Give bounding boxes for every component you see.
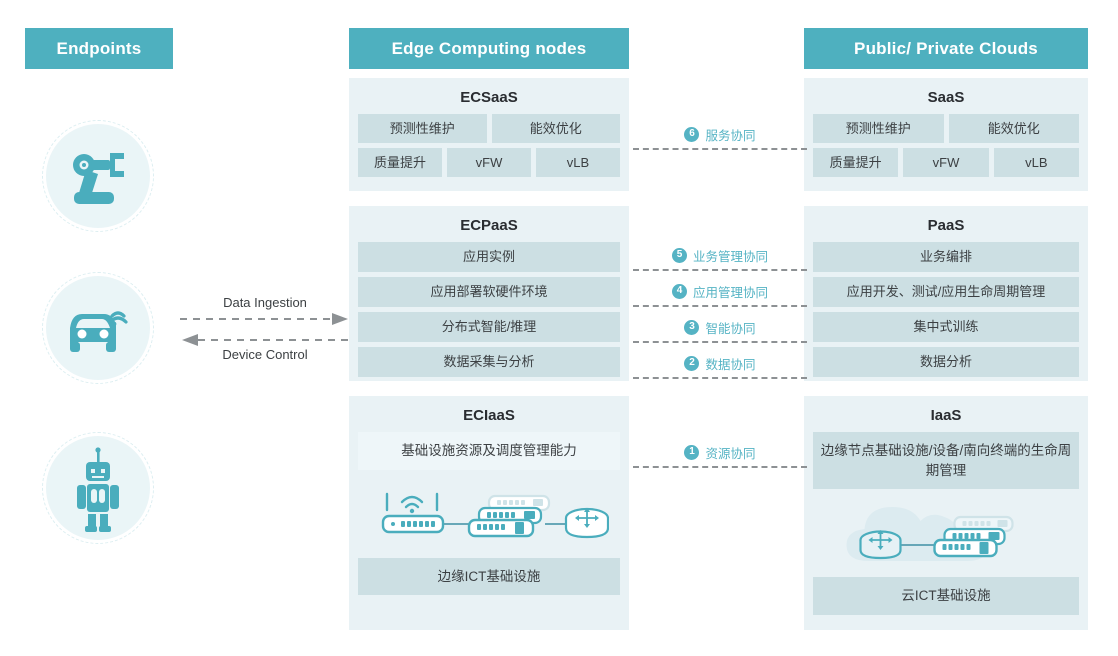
connector-label: 3 智能协同 (633, 317, 807, 337)
connector-text: 应用管理协同 (692, 285, 768, 300)
ecsaas-item[interactable]: 能效优化 (491, 114, 620, 143)
flow-arrow-lines (180, 313, 350, 346)
saas-row-2: 质量提升 vFW vLB (804, 148, 1088, 182)
flow-label-device-control: Device Control (222, 347, 308, 362)
cloud-network-icons (846, 507, 1014, 562)
ecsaas-row-1: 预测性维护 能效优化 (349, 114, 629, 148)
connector-text: 数据协同 (705, 357, 756, 372)
endpoint-disc (46, 124, 150, 228)
saas-item[interactable]: 预测性维护 (813, 114, 944, 143)
robot-icon (77, 447, 119, 532)
connector-resource-collaboration: 1 资源协同 (633, 442, 807, 476)
connector-line (633, 148, 807, 150)
panel-title-paas: PaaS (927, 217, 965, 234)
connector-label: 1 资源协同 (633, 442, 807, 462)
connected-vehicle-icon (70, 311, 128, 352)
panel-title-ecsaas: ECSaaS (460, 89, 518, 106)
connector-label: 6 服务协同 (633, 124, 807, 144)
cloud-network-illustration (804, 495, 1088, 571)
endpoint-robot-arm (42, 120, 154, 232)
connector-text: 业务管理协同 (692, 249, 768, 264)
eciaas-capability[interactable]: 基础设施资源及调度管理能力 (358, 432, 620, 470)
ecsaas-item[interactable]: 质量提升 (358, 148, 442, 177)
column-header-cloud: Public/ Private Clouds (804, 28, 1088, 69)
connector-application-management-collaboration: 4 应用管理协同 (633, 281, 807, 315)
paas-item[interactable]: 应用开发、测试/应用生命周期管理 (813, 277, 1079, 307)
connector-badge: 3 (684, 319, 700, 335)
ecpaas-item[interactable]: 应用部署软硬件环境 (358, 277, 620, 307)
connector-badge: 6 (684, 126, 700, 142)
panel-title-iaas: IaaS (930, 407, 962, 424)
panel-ecsaas: ECSaaS 预测性维护 能效优化 质量提升 vFW vLB (349, 78, 629, 191)
column-header-edge-label: Edge Computing nodes (391, 38, 587, 58)
connector-line (633, 377, 807, 379)
connector-line (633, 269, 807, 271)
connector-service-collaboration: 6 服务协同 (633, 124, 807, 158)
ecpaas-item[interactable]: 应用实例 (358, 242, 620, 272)
saas-row-1: 预测性维护 能效优化 (804, 114, 1088, 148)
connector-business-management-collaboration: 5 业务管理协同 (633, 245, 807, 279)
ecpaas-item[interactable]: 分布式智能/推理 (358, 312, 620, 342)
edge-network-icons (381, 492, 609, 538)
saas-item[interactable]: vFW (903, 148, 989, 177)
endpoint-flow-arrows: Data Ingestion Device Control (180, 285, 350, 377)
panel-paas: PaaS 业务编排 应用开发、测试/应用生命周期管理 集中式训练 数据分析 (804, 206, 1088, 381)
column-header-endpoints-label: Endpoints (56, 38, 142, 58)
connector-label: 4 应用管理协同 (633, 281, 807, 301)
connector-badge: 5 (671, 247, 687, 263)
paas-items: 业务编排 应用开发、测试/应用生命周期管理 集中式训练 数据分析 (804, 242, 1088, 386)
connector-badge: 4 (671, 283, 687, 299)
panel-ecpaas: ECPaaS 应用实例 应用部署软硬件环境 分布式智能/推理 数据采集与分析 (349, 206, 629, 381)
iaas-infrastructure[interactable]: 云ICT基础设施 (813, 577, 1079, 615)
connector-badge: 2 (684, 355, 700, 371)
endpoint-ring (42, 120, 154, 232)
connector-intelligence-collaboration: 3 智能协同 (633, 317, 807, 351)
column-header-edge: Edge Computing nodes (349, 28, 629, 69)
ecsaas-item[interactable]: vFW (447, 148, 531, 177)
flow-label-data-ingestion: Data Ingestion (223, 295, 307, 310)
endpoint-connected-vehicle (42, 272, 154, 384)
endpoint-ring (42, 272, 154, 384)
saas-item[interactable]: 能效优化 (948, 114, 1079, 143)
paas-item[interactable]: 集中式训练 (813, 312, 1079, 342)
connector-label: 5 业务管理协同 (633, 245, 807, 265)
eciaas-infrastructure[interactable]: 边缘ICT基础设施 (358, 557, 620, 596)
panel-saas: SaaS 预测性维护 能效优化 质量提升 vFW vLB (804, 78, 1088, 191)
saas-item[interactable]: 质量提升 (813, 148, 899, 177)
connector-text: 资源协同 (705, 446, 756, 461)
connector-line (633, 305, 807, 307)
endpoint-robot (42, 432, 154, 544)
iaas-capability[interactable]: 边缘节点基础设施/设备/南向终端的生命周期管理 (813, 432, 1079, 490)
panel-iaas: IaaS 边缘节点基础设施/设备/南向终端的生命周期管理 (804, 396, 1088, 630)
connector-data-collaboration: 2 数据协同 (633, 353, 807, 387)
connector-badge: 1 (684, 444, 700, 460)
ecsaas-row-2: 质量提升 vFW vLB (349, 148, 629, 182)
connector-text: 服务协同 (705, 128, 756, 143)
robot-arm-icon (73, 153, 124, 204)
edge-network-illustration (349, 476, 629, 552)
connector-line (633, 466, 807, 468)
ecpaas-item[interactable]: 数据采集与分析 (358, 347, 620, 377)
ecsaas-item[interactable]: 预测性维护 (358, 114, 487, 143)
column-header-endpoints: Endpoints (25, 28, 173, 69)
panel-title-saas: SaaS (927, 89, 965, 106)
panel-title-ecpaas: ECPaaS (460, 217, 518, 234)
panel-title-eciaas: ECIaaS (463, 407, 515, 424)
connector-text: 智能协同 (705, 321, 756, 336)
paas-item[interactable]: 数据分析 (813, 347, 1079, 377)
connector-line (633, 341, 807, 343)
ecpaas-items: 应用实例 应用部署软硬件环境 分布式智能/推理 数据采集与分析 (349, 242, 629, 386)
panel-eciaas: ECIaaS 基础设施资源及调度管理能力 (349, 396, 629, 630)
saas-item[interactable]: vLB (993, 148, 1079, 177)
endpoint-ring (42, 432, 154, 544)
ecsaas-item[interactable]: vLB (536, 148, 620, 177)
connector-label: 2 数据协同 (633, 353, 807, 373)
paas-item[interactable]: 业务编排 (813, 242, 1079, 272)
column-header-cloud-label: Public/ Private Clouds (854, 38, 1038, 58)
